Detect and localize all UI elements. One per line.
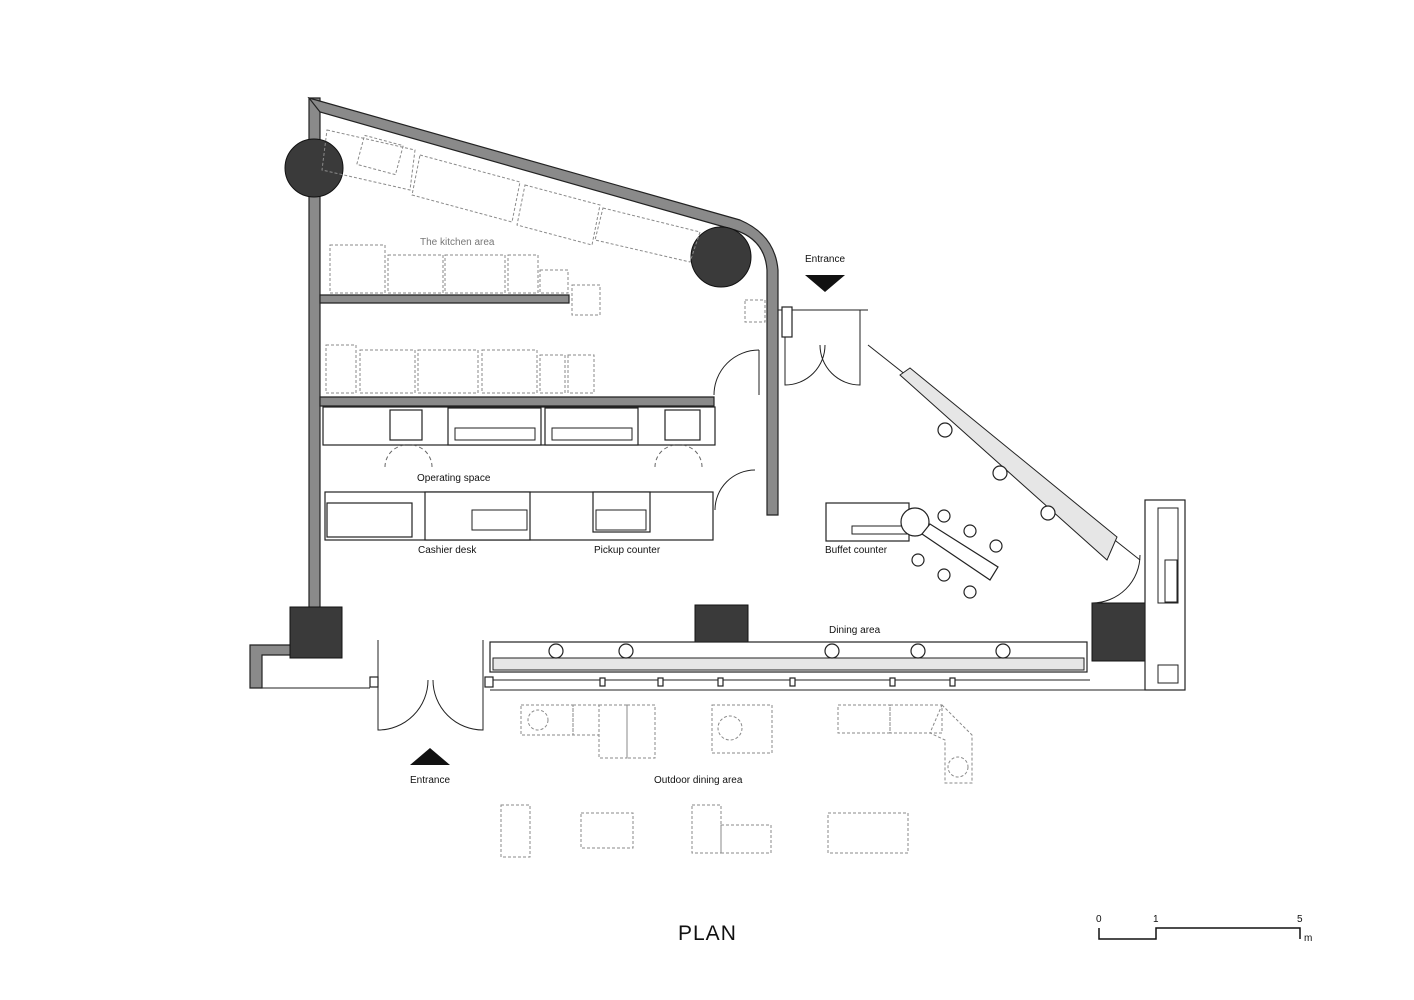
operating-counters: [322, 406, 756, 541]
label-operating-space: Operating space: [417, 473, 491, 484]
column-square-southwest: [289, 606, 343, 659]
label-pickup-counter: Pickup counter: [594, 545, 661, 556]
scale-tick-0: 0: [1096, 914, 1102, 925]
label-entrance-top: Entrance: [805, 254, 845, 265]
scale-tick-1: 1: [1153, 914, 1159, 925]
column-circle-northwest: [284, 138, 344, 198]
scale-tick-5: 5: [1297, 914, 1303, 925]
label-buffet-counter: Buffet counter: [825, 545, 888, 556]
entrance-top-arrow: [805, 275, 845, 292]
entrance-bottom-arrow: [410, 748, 450, 765]
scale-bar: 0 1 5 m: [1096, 914, 1312, 944]
column-circle-northeast: [690, 226, 752, 288]
outdoor-furniture: [500, 704, 973, 858]
dining-counter: [262, 641, 1185, 691]
label-kitchen-area: The kitchen area: [420, 237, 495, 248]
label-dining-area: Dining area: [829, 625, 881, 636]
structural-columns: [284, 138, 1161, 662]
label-cashier-desk: Cashier desk: [418, 545, 477, 556]
label-entrance-bottom: Entrance: [410, 775, 450, 786]
label-outdoor-dining-area: Outdoor dining area: [654, 775, 743, 786]
buffet-area: [825, 502, 1003, 599]
kitchen-equipment: [321, 129, 766, 396]
plan-title: PLAN: [678, 922, 737, 945]
entrance-bottom-doors: [369, 640, 494, 731]
scale-unit: m: [1304, 933, 1312, 944]
diagonal-bar-counter: [899, 367, 1118, 561]
